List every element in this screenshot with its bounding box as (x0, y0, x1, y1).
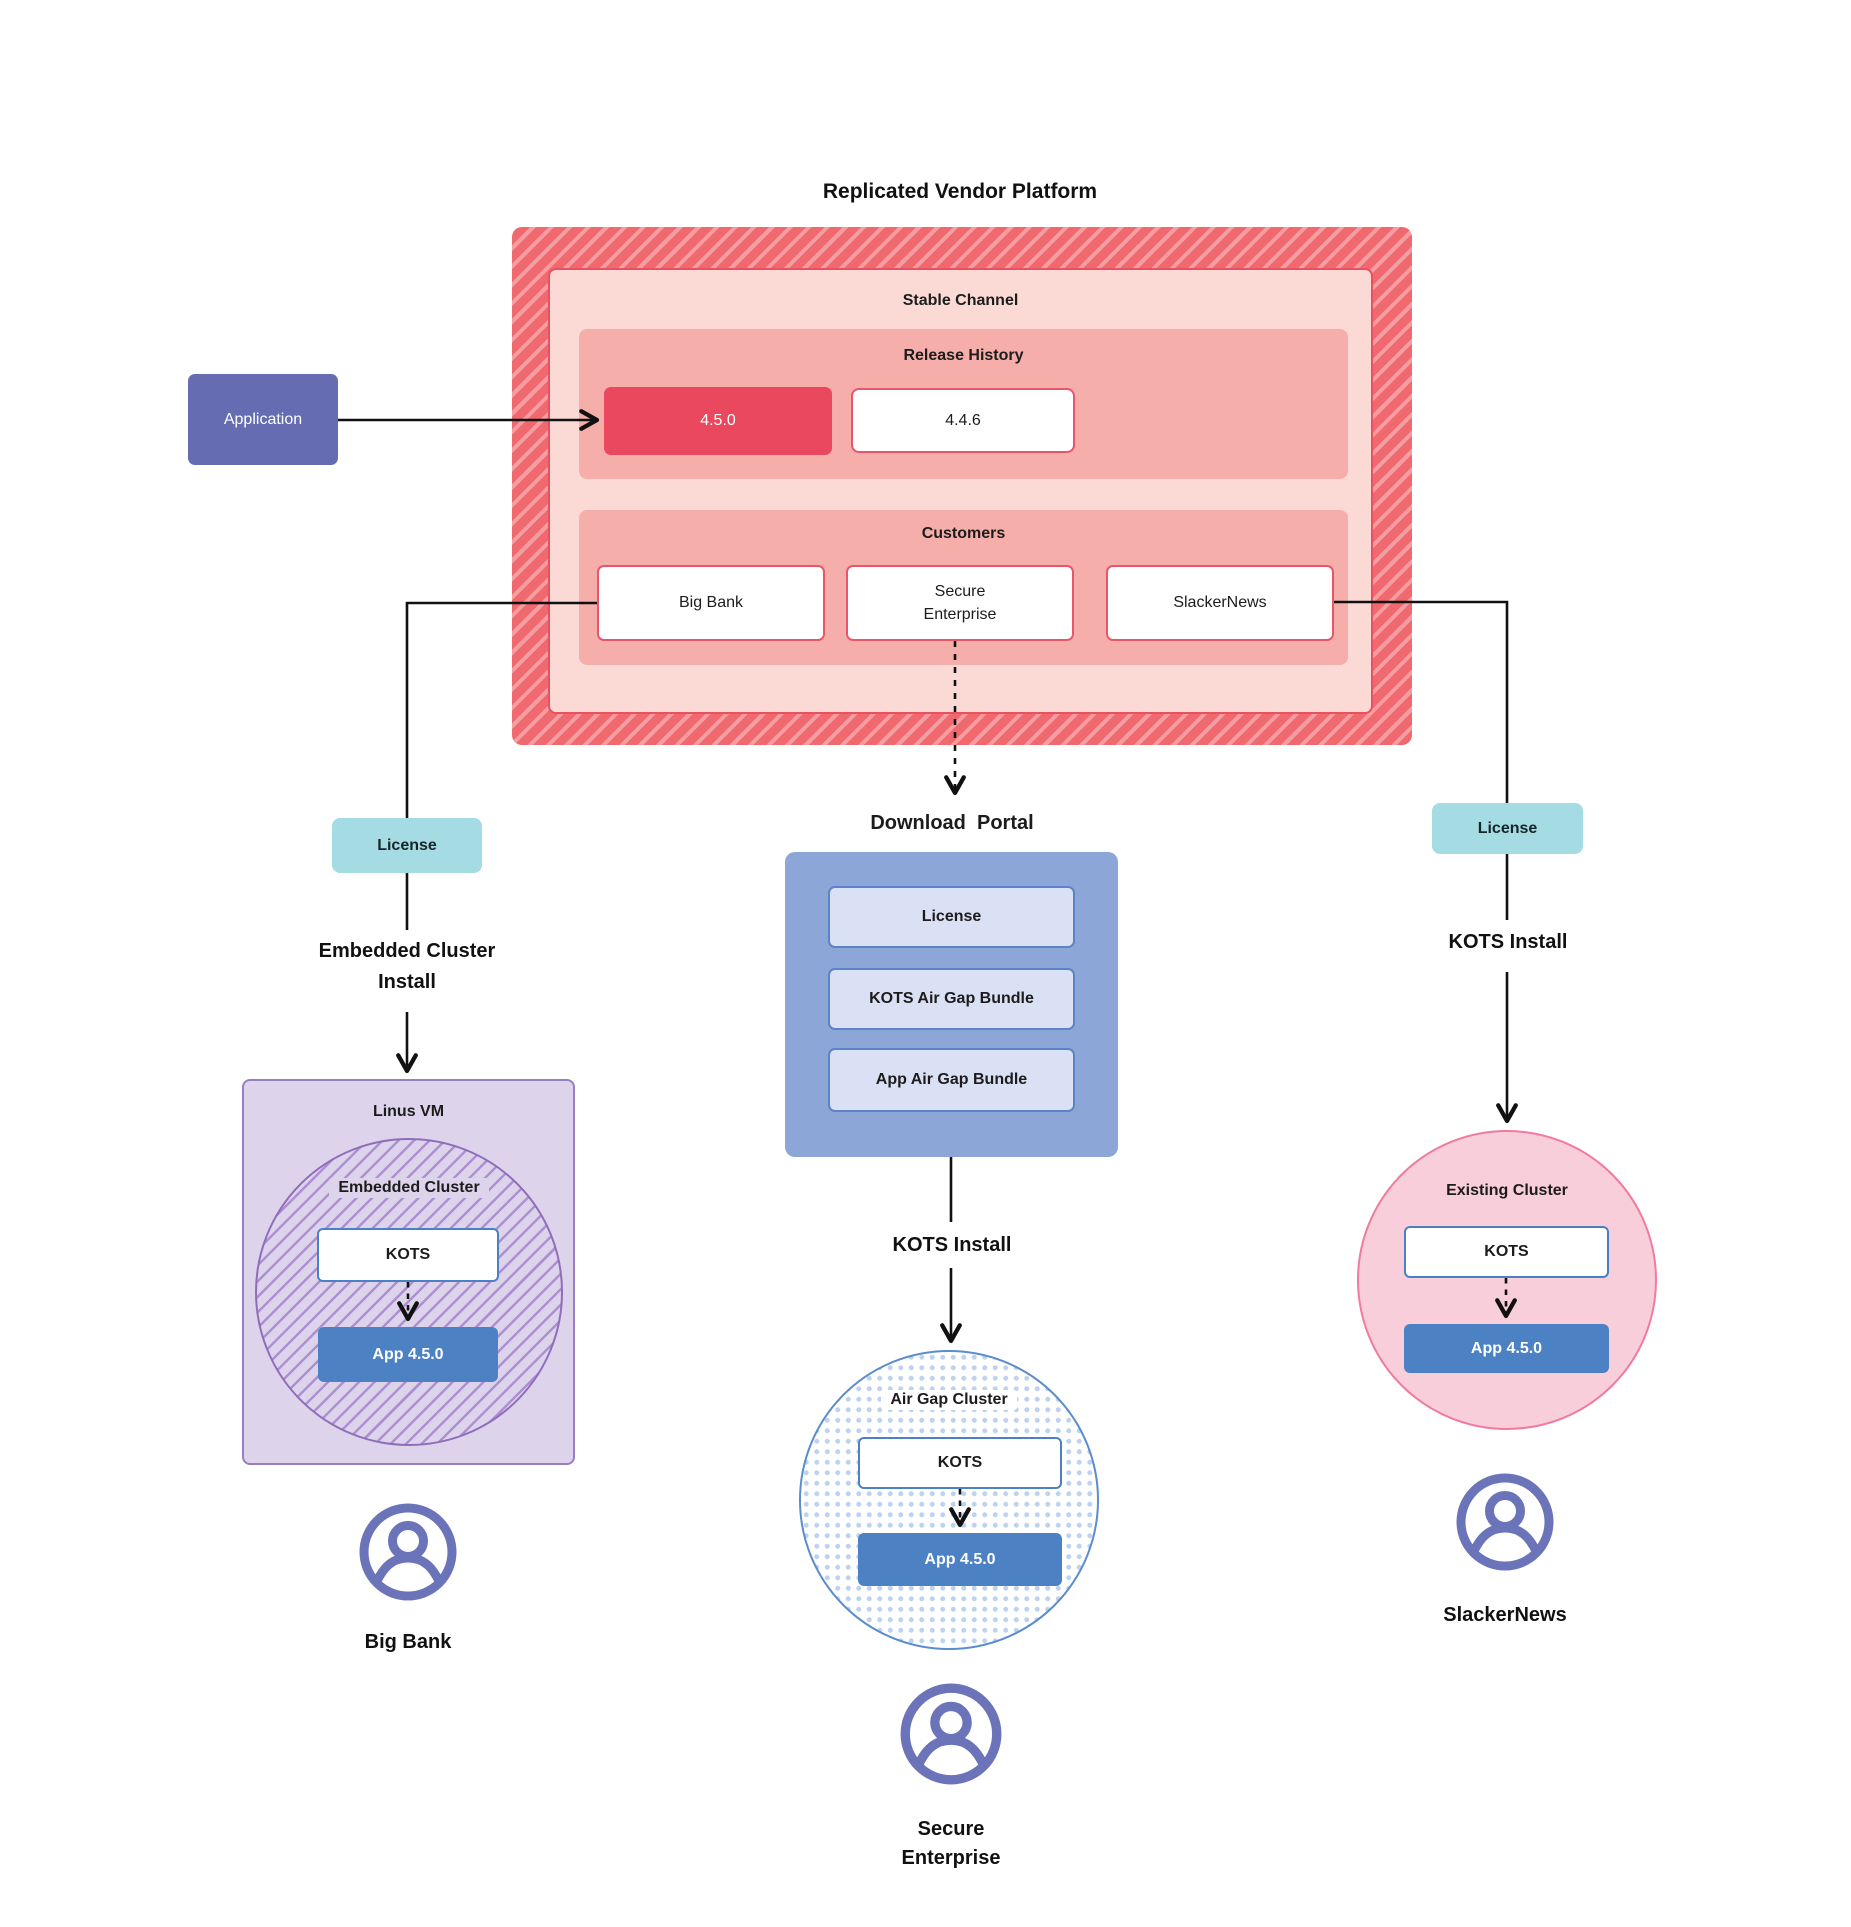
embedded-cluster-label-text: Embedded Cluster (329, 1178, 489, 1198)
persona-slackernews-label: SlackerNews (1443, 1604, 1567, 1626)
license-chip-right: License (1432, 803, 1583, 854)
air-gap-cluster-label: Air Gap Cluster (799, 1387, 1099, 1413)
air-gap-cluster-label-text: Air Gap Cluster (881, 1390, 1017, 1410)
existing-cluster-label: Existing Cluster (1446, 1182, 1568, 1199)
customer-box-big-bank-label: Big Bank (678, 594, 744, 611)
persona-big-bank-label: Big Bank (364, 1631, 452, 1653)
stable-channel-label: Stable Channel (902, 292, 1019, 309)
download-portal-title: Download Portal (870, 811, 1034, 834)
kots-box-airgap: KOTS (858, 1437, 1062, 1489)
persona-secure-enterprise-label: Secure Enterprise (901, 1818, 1001, 1869)
portal-item-license[interactable]: License (828, 886, 1075, 948)
app-box-existing: App 4.5.0 (1404, 1324, 1609, 1373)
application-box: Application (188, 374, 338, 465)
app-box-embedded: App 4.5.0 (318, 1327, 498, 1382)
kots-box-embedded: KOTS (317, 1228, 499, 1282)
customer-box-secure-enterprise-label: Secure Enterprise (923, 582, 997, 623)
customer-box-big-bank[interactable]: Big Bank (597, 565, 825, 641)
portal-item-app-bundle[interactable]: App Air Gap Bundle (828, 1048, 1075, 1112)
persona-slackernews-icon (1456, 1473, 1554, 1571)
kots-install-label-right: KOTS Install (1448, 930, 1568, 953)
existing-cluster-circle (1357, 1130, 1657, 1430)
release-current[interactable]: 4.5.0 (604, 387, 832, 455)
portal-item-kots-bundle[interactable]: KOTS Air Gap Bundle (828, 968, 1075, 1030)
kots-box-existing: KOTS (1404, 1226, 1609, 1278)
persona-secure-enterprise-icon (900, 1683, 1002, 1785)
app-box-airgap: App 4.5.0 (858, 1533, 1062, 1586)
customer-box-secure-enterprise[interactable]: Secure Enterprise (846, 565, 1074, 641)
customers-label: Customers (921, 525, 1006, 542)
kots-install-label-center: KOTS Install (892, 1233, 1012, 1256)
persona-big-bank-icon (359, 1503, 457, 1601)
linus-vm-label: Linus VM (372, 1103, 445, 1120)
embedded-cluster-install-label: Embedded Cluster Install (318, 940, 496, 993)
license-chip-left: License (332, 818, 482, 873)
release-history-label: Release History (903, 347, 1024, 364)
release-previous[interactable]: 4.4.6 (851, 388, 1075, 453)
embedded-cluster-label: Embedded Cluster (255, 1175, 563, 1201)
customer-box-slackernews[interactable]: SlackerNews (1106, 565, 1334, 641)
customer-box-slackernews-label: SlackerNews (1173, 594, 1267, 611)
diagram-title: Replicated Vendor Platform (822, 180, 1098, 203)
